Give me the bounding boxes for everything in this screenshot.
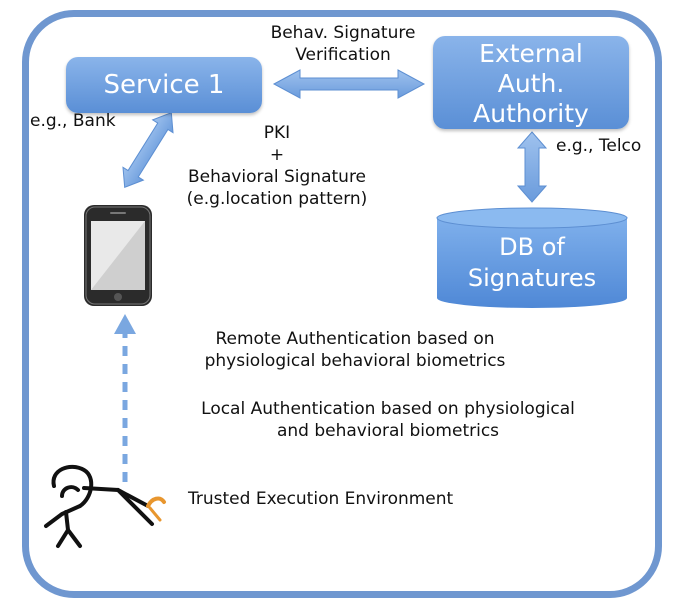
service1-label: Service 1 (103, 70, 225, 100)
verification-double-arrow (272, 69, 426, 99)
remote-auth-line1: Remote Authentication based on (215, 329, 495, 349)
pki-line1: PKI (263, 123, 291, 143)
verification-label: Behav. Signature Verification (248, 22, 438, 66)
db-line2: Signatures (467, 264, 597, 292)
pki-line4: (e.g.location pattern) (186, 189, 368, 209)
local-auth-line1: Local Authentication based on physiologi… (201, 399, 575, 419)
verification-line2: Verification (295, 45, 391, 65)
authority-db-double-arrow (516, 131, 548, 203)
local-auth-label: Local Authentication based on physiologi… (138, 398, 638, 442)
service1-box: Service 1 (66, 57, 262, 113)
smartphone-icon (84, 205, 152, 306)
pki-label: PKI + Behavioral Signature (e.g.location… (157, 122, 397, 210)
external-authority-line3: Authority (473, 99, 589, 128)
pki-line3: Behavioral Signature (187, 167, 367, 187)
db-label: DB of Signatures (437, 232, 627, 294)
external-authority-line1: External (479, 39, 583, 68)
verification-line1: Behav. Signature (270, 23, 416, 43)
tee-label: Trusted Execution Environment (188, 489, 454, 509)
external-authority-line2: Auth. (497, 69, 565, 98)
person-fingerprint-icon (44, 464, 166, 548)
local-auth-dashed-arrow (114, 314, 136, 482)
local-auth-line2: and behavioral biometrics (276, 421, 500, 441)
remote-auth-label: Remote Authentication based on physiolog… (150, 328, 560, 372)
remote-auth-line2: physiological behavioral biometrics (204, 351, 506, 371)
pki-line2: + (269, 145, 285, 165)
db-line1: DB of (499, 233, 565, 261)
service1-note: e.g., Bank (30, 111, 116, 131)
db-cylinder-icon (436, 207, 628, 308)
external-authority-box: External Auth. Authority (433, 36, 629, 129)
external-authority-note: e.g., Telco (556, 136, 642, 156)
